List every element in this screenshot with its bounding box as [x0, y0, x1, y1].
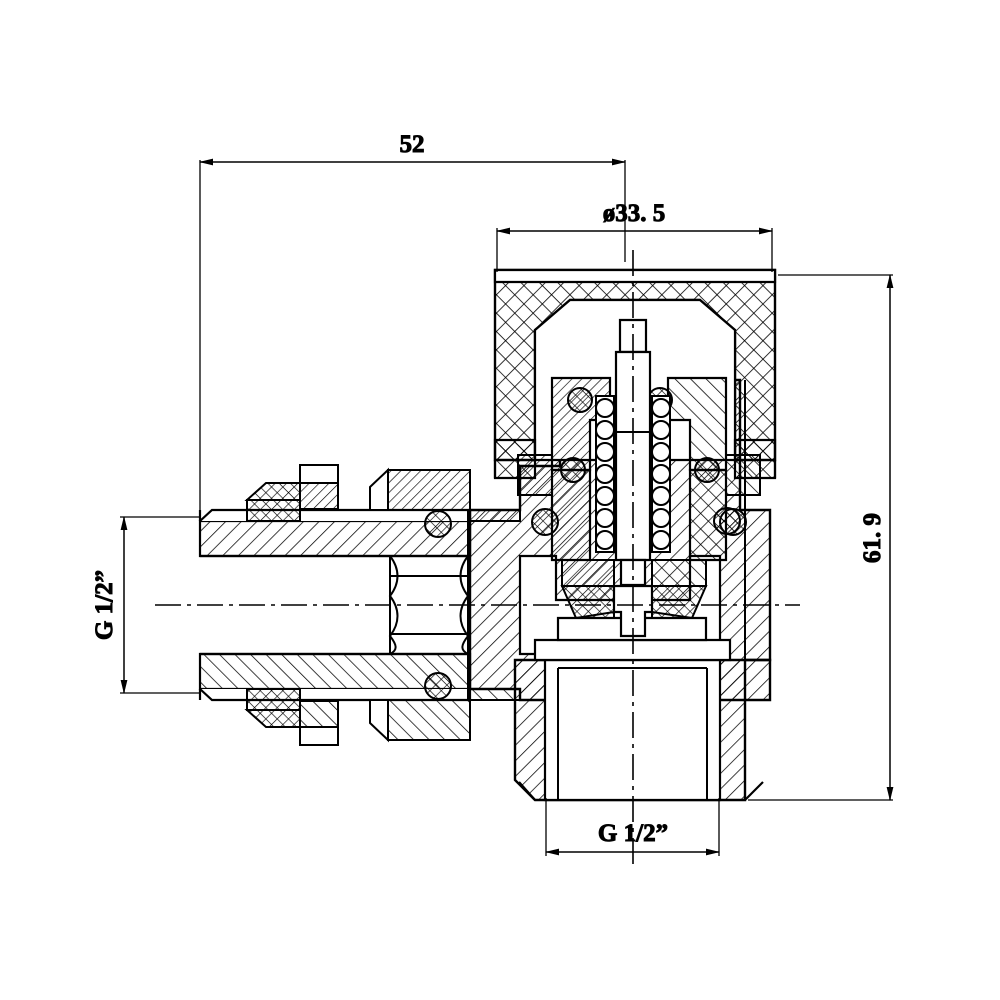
spring-coil-l5 [595, 486, 615, 506]
spring-coil-l6 [595, 508, 615, 528]
spring-coil-l3 [595, 442, 615, 462]
spring-coil-r1 [651, 398, 671, 418]
spring-coil-r6 [651, 508, 671, 528]
cartridge-left-lower [550, 468, 592, 562]
gasket-collar-lower [299, 700, 339, 728]
stem-shaft [614, 350, 652, 562]
dimension-label-overall-length: 52 [400, 131, 425, 158]
gasket-upper [246, 499, 301, 522]
dimension-cap-diameter: ø33. 5 [496, 200, 773, 272]
cartridge-right-lower [688, 468, 728, 562]
gasket-retainer-upper [299, 464, 339, 484]
o-ring-upper [424, 510, 452, 538]
dimension-label-outlet-thread: G 1/2” [598, 820, 668, 847]
dimension-outlet-thread: G 1/2” [545, 798, 720, 856]
o-ring-lower [424, 672, 452, 700]
cartridge-shoulder-left [517, 454, 553, 496]
spring-coil-l4 [595, 464, 615, 484]
spring-coil-r4 [651, 464, 671, 484]
spring-coil-r7 [651, 530, 671, 550]
seat-seal-left [560, 585, 615, 619]
dimension-label-inlet-thread: G 1/2” [91, 570, 118, 640]
cartridge-seal-low-left [531, 508, 559, 536]
gasket-lower [246, 688, 301, 711]
cartridge-seal-mid-left [560, 457, 586, 483]
valve-geometry [198, 268, 777, 802]
connector-flange-lower [469, 688, 521, 701]
valve-stem [614, 318, 652, 587]
cartridge-seal-low-right [719, 508, 747, 536]
inlet-pipe-assembly [198, 464, 521, 746]
union-nut-chamfer-upper [369, 467, 389, 511]
spring-coil-r3 [651, 442, 671, 462]
spring-coil-l7 [595, 530, 615, 550]
dimension-inlet-thread: G 1/2” [91, 516, 200, 694]
dimension-label-overall-height: 61. 9 [859, 513, 886, 563]
seat-collar-right-top [651, 559, 707, 587]
dimension-overall-length: 52 [199, 131, 626, 520]
dimension-overall-height: 61. 9 [748, 274, 894, 801]
dimension-annotations: 52 ø33. 5 61. 9 G 1/2” G 1 [91, 131, 894, 856]
union-nut-lower [387, 699, 471, 741]
return-spring [595, 395, 671, 553]
gasket-retainer-lower [299, 726, 339, 746]
cap-top-rim [493, 268, 777, 284]
spring-coil-r2 [651, 420, 671, 440]
union-nut-upper [387, 469, 471, 511]
seat-collar-left-top [561, 559, 615, 587]
centre-lines [155, 250, 800, 870]
spring-coil-l2 [595, 420, 615, 440]
spring-coil-l1 [595, 398, 615, 418]
dimension-label-cap-diameter: ø33. 5 [603, 200, 666, 227]
seat-seal-right [651, 585, 708, 619]
cartridge-shoulder-right [725, 454, 761, 496]
seat-taper-right [651, 611, 693, 619]
gasket-collar-upper [299, 482, 339, 510]
cartridge-seal-mid-right [694, 457, 720, 483]
spring-coil-r5 [651, 486, 671, 506]
union-nut-chamfer-lower [369, 699, 389, 743]
cartridge-seal-upper-left [567, 387, 593, 413]
outlet-chamfer-left [518, 781, 536, 801]
outlet-chamfer-right [744, 781, 764, 801]
seat-taper-left [575, 611, 615, 619]
